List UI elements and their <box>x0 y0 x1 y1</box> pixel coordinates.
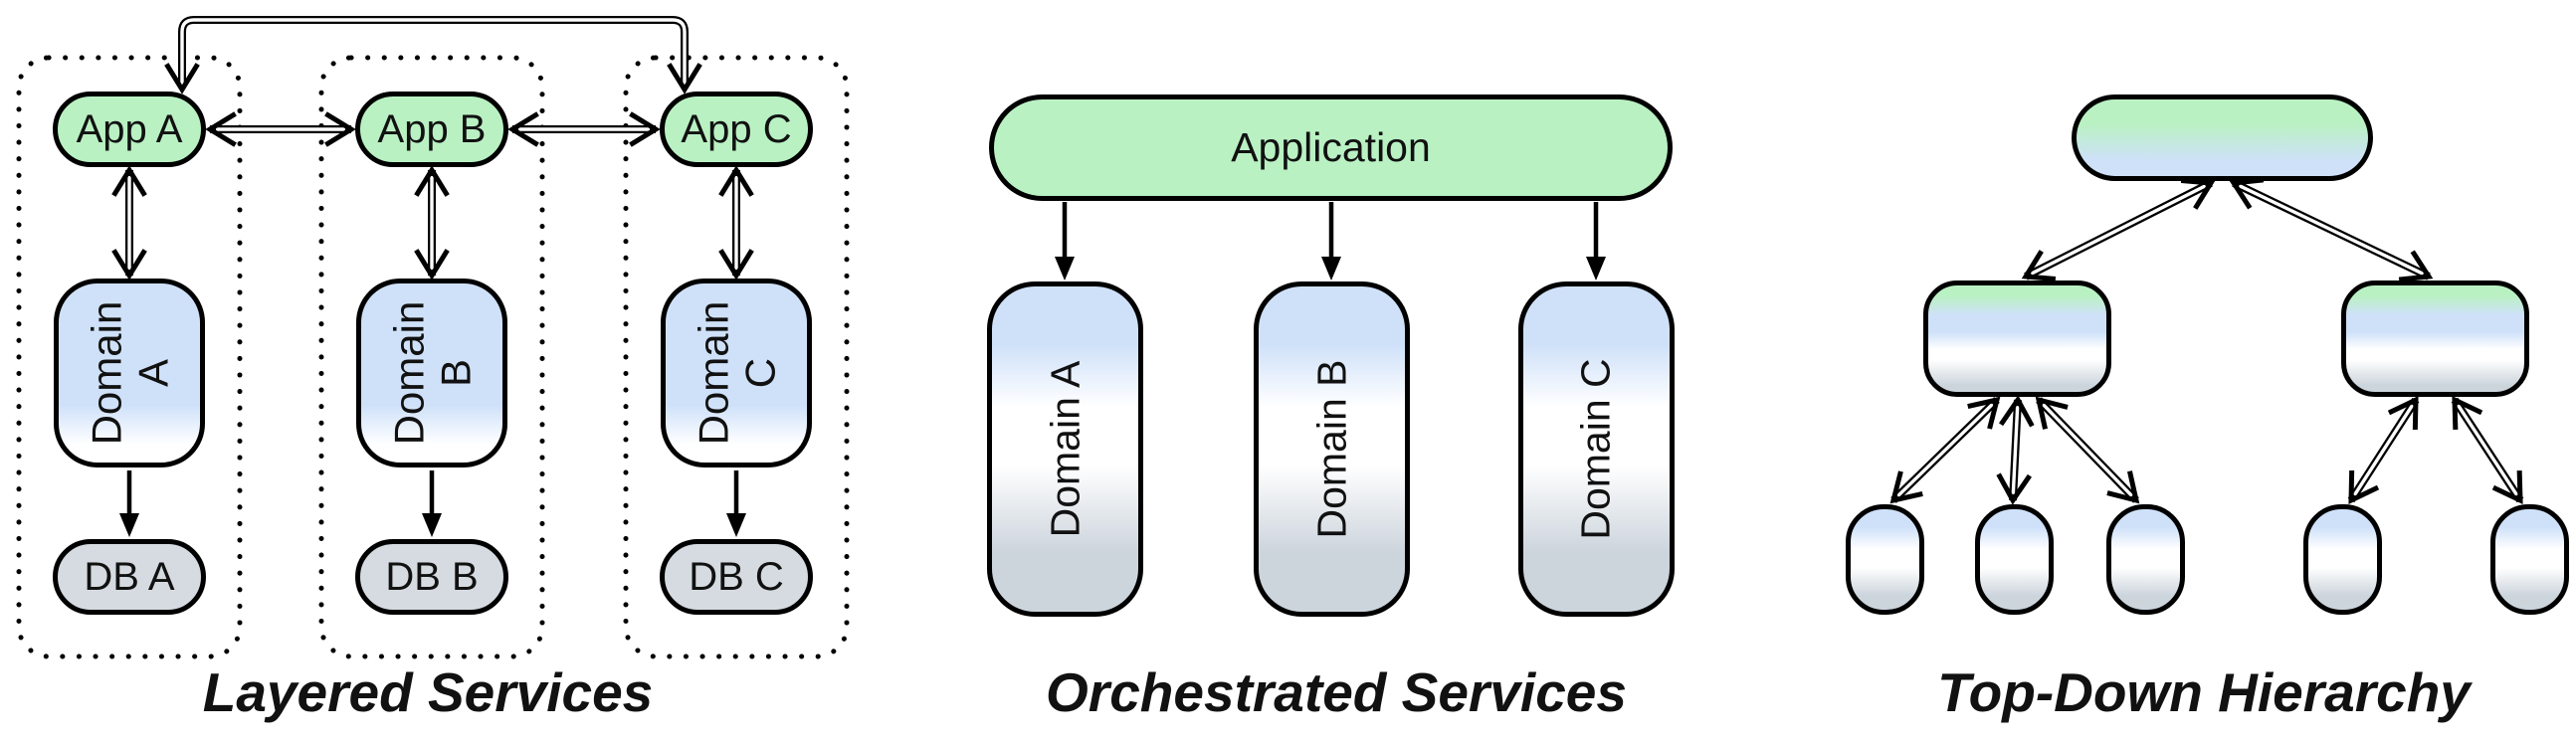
filled-arrowhead <box>726 513 746 537</box>
domain-a-line2: A <box>129 358 177 388</box>
open-arrowhead <box>2180 178 2216 210</box>
double-line-gap <box>2030 184 2207 276</box>
db-b-label: DB B <box>385 554 479 599</box>
hierarchy-leaf-5-node <box>2490 504 2569 615</box>
top-down-hierarchy-title: Top-Down Hierarchy <box>1937 661 2471 723</box>
open-arrowhead <box>414 165 450 197</box>
orchestrated-domain-b-node: Domain B <box>1254 281 1410 617</box>
domain-a-line1: Domain <box>82 300 129 446</box>
double-line-gap <box>2041 403 2134 497</box>
domain-a-label: Domain A <box>83 301 176 446</box>
double-line-gap <box>2011 405 2020 495</box>
open-arrowhead <box>2348 469 2380 505</box>
double-line-gap <box>1896 402 1994 498</box>
open-arrowhead <box>2021 250 2057 281</box>
db-c-node: DB C <box>660 539 813 615</box>
domain-c-label: Domain C <box>690 301 783 446</box>
domain-a-label-wrap: Domain A <box>59 283 200 463</box>
open-arrowhead <box>629 111 661 147</box>
db-a-label: DB A <box>84 554 175 599</box>
orchestrated-domain-c-node: Domain C <box>1518 281 1675 617</box>
open-arrowhead <box>667 63 702 94</box>
domain-c-line2: C <box>736 357 784 389</box>
open-arrowhead <box>1996 472 2032 505</box>
db-c-label: DB C <box>689 554 784 599</box>
open-arrowhead <box>1967 396 2001 430</box>
orchestrated-domain-c-wrap: Domain C <box>1523 286 1670 612</box>
service-boundary-dotted <box>16 55 243 659</box>
application-node: Application <box>989 94 1673 201</box>
open-arrowhead <box>718 165 754 197</box>
domain-b-line1: Domain <box>384 300 432 446</box>
hierarchy-mid-right-node <box>2341 280 2529 397</box>
layered-services-title: Layered Services <box>202 661 654 723</box>
domain-c-label-wrap: Domain C <box>666 283 807 463</box>
feedback-arc-gap <box>180 18 687 88</box>
open-arrowhead <box>111 249 147 280</box>
open-arrowhead <box>414 249 450 280</box>
domain-a-node: Domain A <box>54 279 205 467</box>
service-boundary-dotted <box>318 55 545 659</box>
open-arrowhead <box>2387 395 2419 431</box>
domain-c-node: Domain C <box>661 279 812 467</box>
hierarchy-mid-left-node <box>1923 280 2111 397</box>
double-line-gap <box>2456 404 2519 496</box>
domain-c-line1: Domain <box>689 300 736 446</box>
open-arrowhead <box>1999 395 2035 428</box>
open-arrowhead <box>111 165 147 197</box>
feedback-arc-shaft <box>178 16 689 88</box>
app-c-label: App C <box>681 106 792 151</box>
open-arrowhead <box>2452 395 2483 431</box>
app-b-node: App B <box>355 92 508 167</box>
db-b-node: DB B <box>355 539 508 615</box>
hierarchy-leaf-2-node <box>1975 504 2054 615</box>
domain-b-label: Domain B <box>385 301 479 446</box>
open-arrowhead <box>324 111 356 147</box>
orchestrated-services-title: Orchestrated Services <box>1046 661 1627 723</box>
hierarchy-leaf-1-node <box>1846 504 1924 615</box>
filled-arrowhead <box>1586 257 1606 280</box>
hierarchy-leaf-4-node <box>2303 504 2382 615</box>
application-label: Application <box>1231 124 1431 170</box>
open-arrowhead <box>2398 250 2434 282</box>
app-b-label: App B <box>377 106 487 151</box>
orchestrated-domain-a-label: Domain A <box>1042 360 1089 538</box>
filled-arrowhead <box>422 513 442 537</box>
domain-b-label-wrap: Domain B <box>361 283 502 463</box>
filled-arrowhead <box>1321 257 1341 280</box>
orchestrated-domain-b-wrap: Domain B <box>1259 286 1405 612</box>
open-arrowhead <box>1889 470 1923 504</box>
hierarchy-root-node <box>2072 94 2373 181</box>
db-a-node: DB A <box>53 539 206 615</box>
open-arrowhead <box>2106 470 2140 504</box>
open-arrowhead <box>718 249 754 280</box>
open-arrowhead <box>164 63 200 94</box>
filled-arrowhead <box>119 513 139 537</box>
service-boundary-dotted <box>623 55 850 659</box>
app-c-node: App C <box>660 92 813 167</box>
hierarchy-leaf-3-node <box>2106 504 2185 615</box>
app-a-node: App A <box>53 92 206 167</box>
domain-b-node: Domain B <box>356 279 507 467</box>
app-a-label: App A <box>76 106 183 151</box>
double-line-gap <box>2352 404 2415 496</box>
open-arrowhead <box>205 111 237 147</box>
orchestrated-domain-c-label: Domain C <box>1573 358 1619 540</box>
open-arrowhead <box>2491 469 2523 505</box>
filled-arrowhead <box>1055 257 1075 280</box>
open-arrowhead <box>507 111 539 147</box>
orchestrated-domain-a-node: Domain A <box>987 281 1143 617</box>
double-line-gap <box>2238 184 2425 276</box>
domain-b-line2: B <box>432 358 480 388</box>
orchestrated-domain-b-label: Domain B <box>1308 359 1355 539</box>
orchestrated-domain-a-wrap: Domain A <box>992 286 1138 612</box>
open-arrowhead <box>2035 396 2069 430</box>
